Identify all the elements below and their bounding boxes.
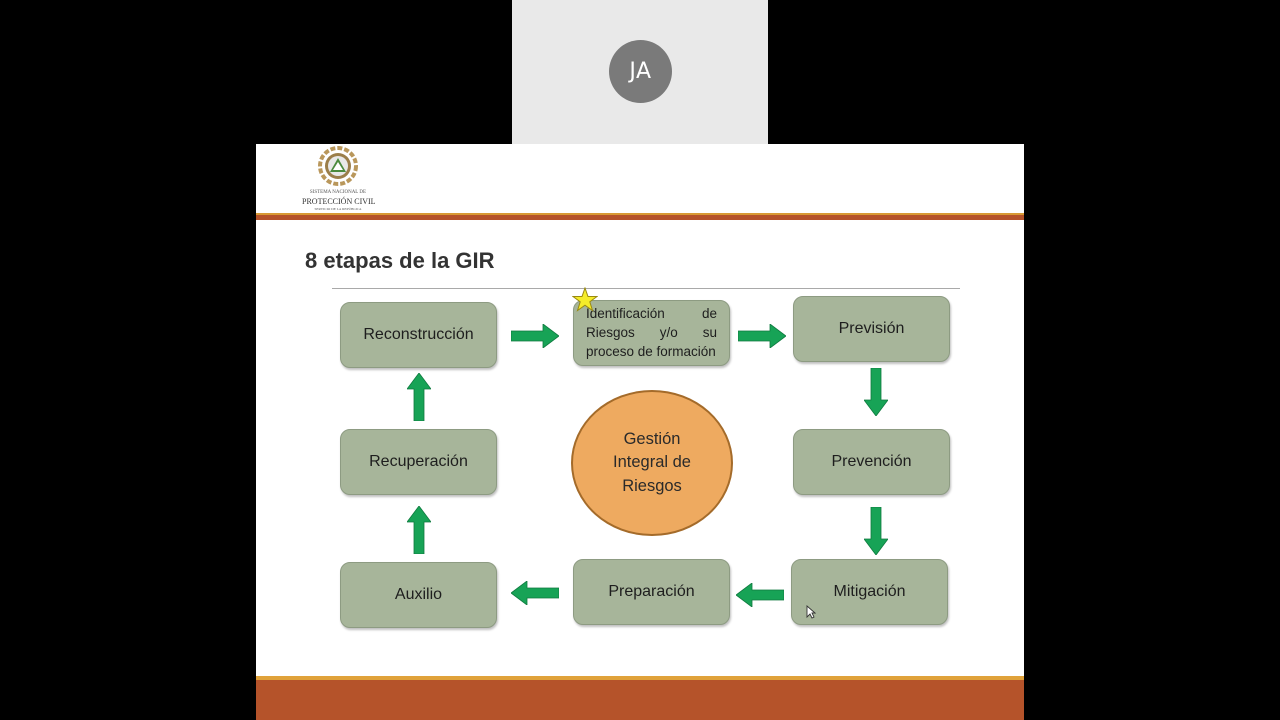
logo: SISTEMA NACIONAL DE PROTECCIÓN CIVIL SER… xyxy=(302,146,376,214)
logo-line-1: SISTEMA NACIONAL DE xyxy=(309,190,367,195)
stage-mitigacion: Mitigación xyxy=(791,559,948,625)
avatar[interactable]: JA xyxy=(609,40,672,103)
stage-auxilio: Auxilio xyxy=(340,562,497,628)
title-rule xyxy=(332,288,960,289)
arrow-right-icon xyxy=(511,324,559,348)
stage-reconstruccion: Reconstrucción xyxy=(340,302,497,368)
arrow-down-icon xyxy=(864,507,888,555)
arrow-up-icon xyxy=(407,506,431,554)
proteccion-civil-emblem-icon xyxy=(318,146,358,186)
stage-preparacion: Preparación xyxy=(573,559,730,625)
cursor-icon xyxy=(806,605,816,619)
arrow-right-icon xyxy=(738,324,786,348)
arrow-up-icon xyxy=(407,373,431,421)
center-circle: Gestión Integral de Riesgos xyxy=(571,390,733,536)
logo-line-3: SERVICIO DE LA REPÚBLICA xyxy=(314,207,362,211)
header-band xyxy=(256,213,1024,220)
shared-slide: SISTEMA NACIONAL DE PROTECCIÓN CIVIL SER… xyxy=(256,144,1024,720)
arrow-down-icon xyxy=(864,368,888,416)
arrow-left-icon xyxy=(736,583,784,607)
stage-prevencion: Prevención xyxy=(793,429,950,495)
stage-recuperacion: Recuperación xyxy=(340,429,497,495)
participant-tile[interactable]: JA xyxy=(512,0,768,144)
slide-title: 8 etapas de la GIR xyxy=(305,248,495,273)
logo-line-2: PROTECCIÓN CIVIL xyxy=(302,197,376,206)
arrow-left-icon xyxy=(511,581,559,605)
stage-identificacion: Identificación de Riesgos y/o su proceso… xyxy=(573,300,730,366)
footer-band xyxy=(256,676,1024,720)
star-icon xyxy=(572,287,598,312)
stage-prevision: Previsión xyxy=(793,296,950,362)
